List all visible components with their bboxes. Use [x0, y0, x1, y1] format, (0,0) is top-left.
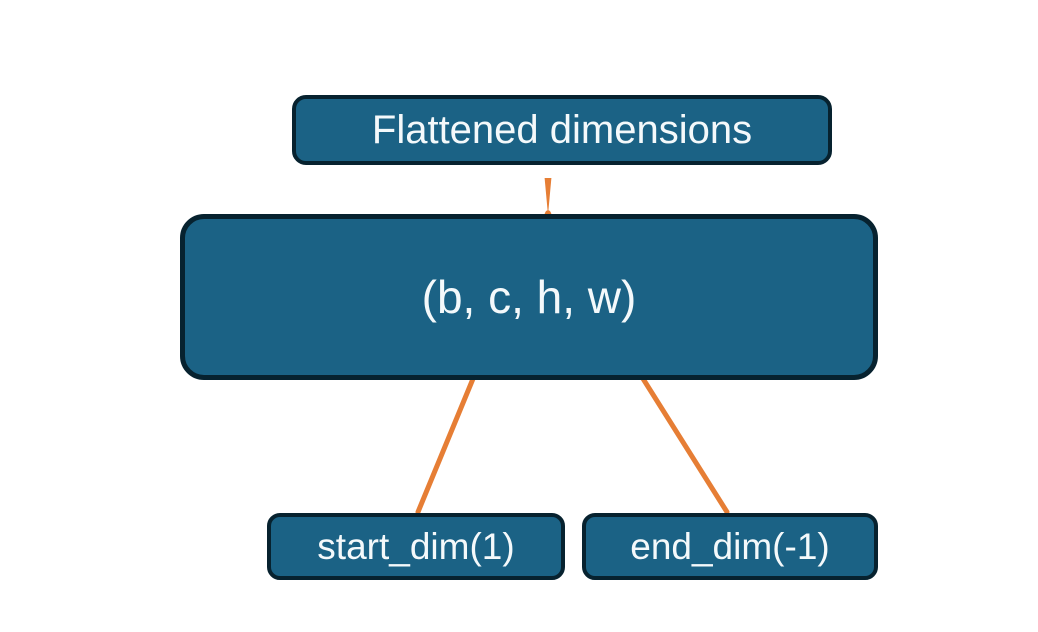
start-dim-label: start_dim(1)	[317, 525, 515, 567]
tensor-shape-label: (b, c, h, w)	[421, 271, 637, 323]
node-flattened-dimensions: Flattened dimensions	[292, 95, 832, 165]
node-tensor-shape: (b, c, h, w)	[180, 214, 878, 380]
brace-stem-connector	[544, 178, 552, 215]
node-end-dim: end_dim(-1)	[582, 513, 878, 580]
node-start-dim: start_dim(1)	[267, 513, 565, 580]
flattened-dimensions-label: Flattened dimensions	[371, 107, 753, 152]
end-dim-label: end_dim(-1)	[630, 525, 830, 567]
